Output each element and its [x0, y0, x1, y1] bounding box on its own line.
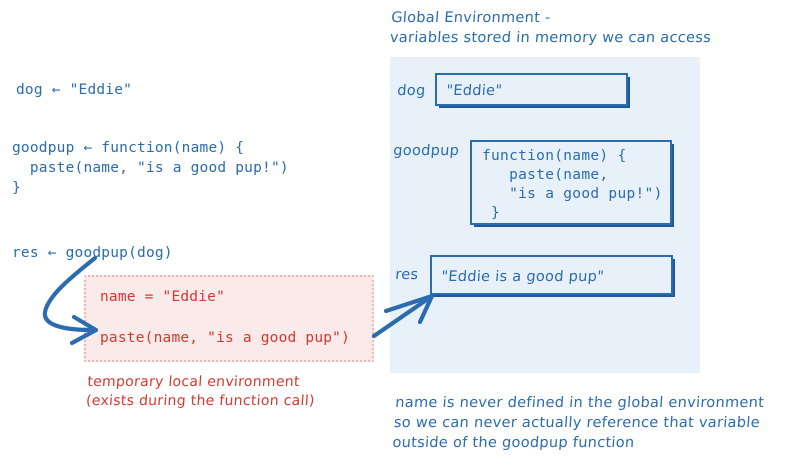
local-env-line-paste-call: paste(name, "is a good pup"): [100, 330, 351, 346]
variable-value-box-goodpup: [470, 140, 672, 225]
variable-label-dog: dog: [396, 83, 427, 99]
source-block-goodpup-definition: goodpup ← function(name) { paste(name, "…: [12, 140, 289, 196]
variable-value-box-res: [430, 255, 673, 295]
variable-value-res: "Eddie is a good pup": [440, 269, 605, 285]
variable-label-goodpup: goodpup: [392, 143, 460, 159]
local-environment-box: [84, 275, 374, 362]
variable-value-goodpup: function(name) { paste(name, "is a good …: [482, 148, 663, 221]
global-environment-caption: name is never defined in the global envi…: [391, 395, 765, 451]
variable-value-dog: "Eddie": [445, 83, 503, 99]
source-line-res-assignment: res ← goodpup(dog): [12, 245, 173, 261]
variable-label-res: res: [394, 267, 419, 283]
source-line-dog-assignment: dog ← "Eddie": [16, 82, 133, 98]
variable-value-box-dog: [435, 73, 628, 106]
local-env-line-name-binding: name = "Eddie": [100, 289, 226, 305]
global-environment-heading: Global Environment - variables stored in…: [389, 10, 712, 46]
local-environment-caption: temporary local environment (exists duri…: [85, 374, 316, 409]
